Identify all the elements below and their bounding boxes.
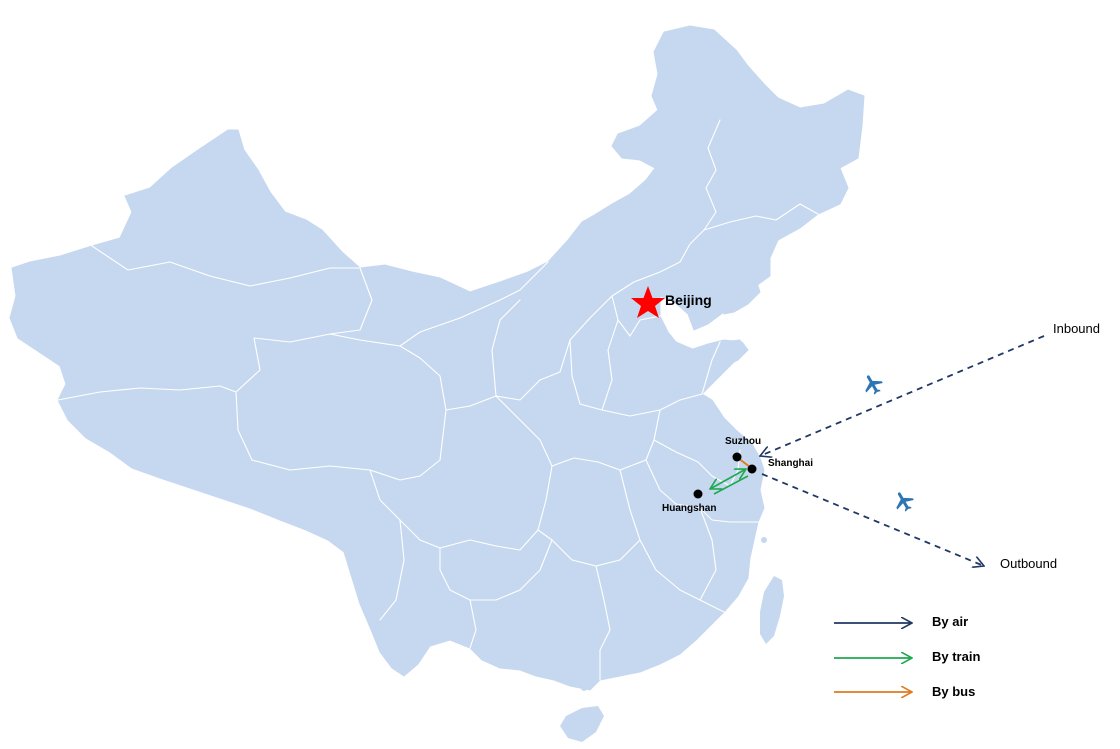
inbound-label: Inbound <box>1053 321 1100 336</box>
shanghai-marker <box>747 464 757 474</box>
taiwan-island <box>760 576 784 644</box>
coastal-island <box>581 685 587 691</box>
outbound-air-route <box>761 473 984 566</box>
province-borders <box>57 119 819 681</box>
shanghai-label: Shanghai <box>768 458 814 469</box>
coastal-island <box>761 537 767 543</box>
beijing-label: Beijing <box>665 292 712 308</box>
china-mainland <box>9 25 865 691</box>
shandong-peninsula <box>687 339 749 381</box>
airplane-icon <box>865 375 883 395</box>
air-routes <box>760 335 1045 566</box>
legend-arrows <box>834 623 912 692</box>
outbound-label: Outbound <box>1000 556 1058 571</box>
hainan-island <box>560 706 604 742</box>
legend-by-air: By air <box>932 614 969 629</box>
legend-by-bus: By bus <box>932 684 976 699</box>
suzhou-label: Suzhou <box>725 436 762 447</box>
airplane-icon <box>896 492 914 512</box>
star-icon <box>631 286 665 318</box>
train-route-return <box>713 475 749 495</box>
suzhou-marker <box>732 452 742 462</box>
inbound-air-route <box>760 335 1045 456</box>
legend-by-train: By train <box>932 649 981 664</box>
huangshan-label: Huangshan <box>662 503 717 514</box>
train-route-shanghai-huangshan <box>710 469 746 489</box>
huangshan-marker <box>693 489 703 499</box>
liaodong-peninsula <box>721 279 761 315</box>
